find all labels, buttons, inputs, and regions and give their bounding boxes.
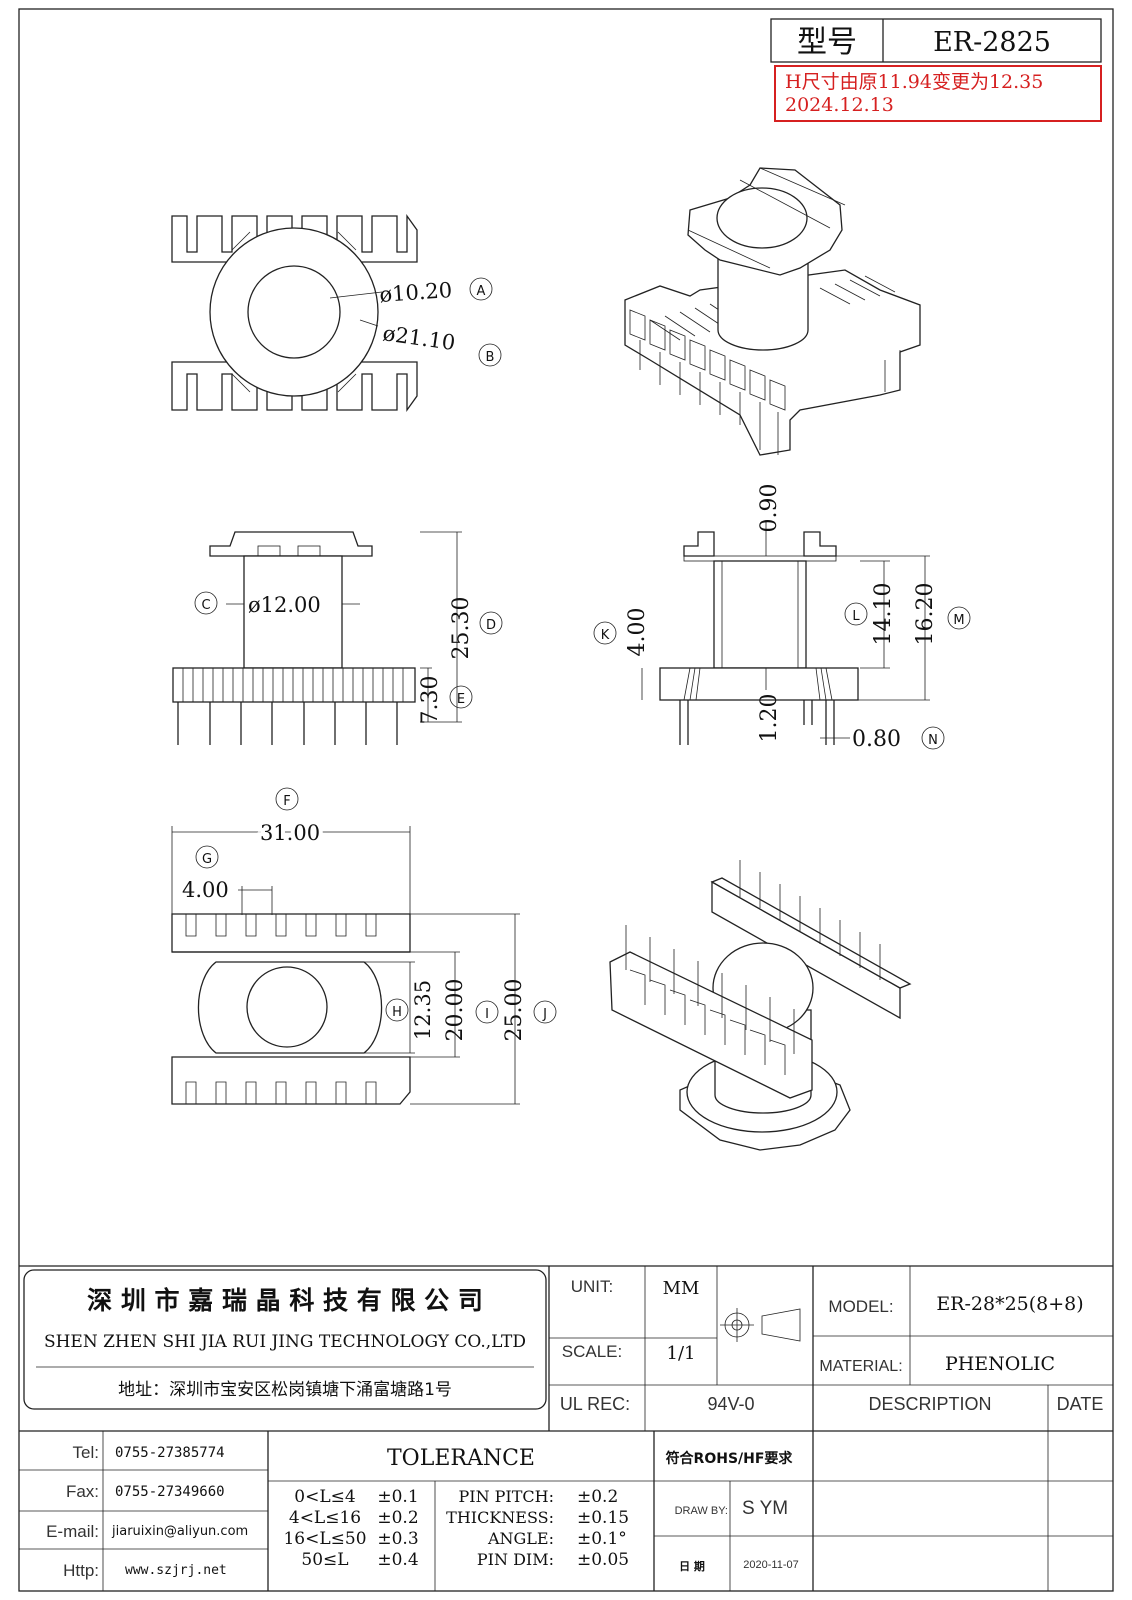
dim-core-dia: ø12.00 bbox=[248, 593, 321, 617]
model-header: 型号 ER-2825 bbox=[770, 18, 1102, 63]
spec-tol: ±0.15 bbox=[577, 1508, 629, 1528]
tag-a: A bbox=[477, 284, 486, 299]
model-value: ER-2825 bbox=[933, 27, 1051, 58]
draw-by-value: S YM bbox=[742, 1498, 788, 1519]
tag-f: F bbox=[283, 794, 290, 809]
dim-pitch: 4.00 bbox=[182, 878, 229, 902]
rohs-note: 符合ROHS/HF要求 bbox=[665, 1450, 794, 1467]
projection-symbol bbox=[720, 1308, 801, 1342]
title-block: 深 圳 市 嘉 瑞 晶 科 技 有 限 公 司 SHEN ZHEN SHI JI… bbox=[19, 1265, 1113, 1591]
dim-height: 25.30 bbox=[449, 597, 474, 660]
fax-value: 0755-27349660 bbox=[115, 1484, 225, 1500]
tolerance-title: TOLERANCE bbox=[387, 1446, 535, 1471]
tol-value: ±0.3 bbox=[377, 1529, 418, 1549]
tol-range: 4<L≤16 bbox=[289, 1508, 361, 1528]
draw-by-label: DRAW BY: bbox=[675, 1505, 728, 1517]
spec-tol: ±0.1° bbox=[577, 1529, 627, 1549]
dim-width: 31.00 bbox=[260, 821, 320, 845]
email-value: jiaruixin@aliyun.com bbox=[111, 1524, 248, 1539]
front-view: C ø12.00 25.30 D 7.30 E bbox=[172, 531, 503, 745]
top-view: ø10.20 A ø21.10 B bbox=[171, 213, 502, 413]
iso-view-bottom bbox=[609, 860, 912, 1151]
dim-top-gap: 0.90 bbox=[757, 484, 782, 533]
model-value-tb: ER-28*25(8+8) bbox=[936, 1293, 1083, 1315]
dim-base: 1.20 bbox=[757, 694, 782, 743]
unit-label: UNIT: bbox=[571, 1277, 614, 1296]
dim-base-height: 7.30 bbox=[418, 676, 443, 725]
date-value: 2020-11-07 bbox=[743, 1559, 798, 1571]
sheet-border bbox=[18, 8, 1114, 1592]
ul-label: UL REC: bbox=[560, 1394, 630, 1414]
dim-pin: 0.80 bbox=[852, 727, 901, 752]
tol-value: ±0.1 bbox=[377, 1487, 418, 1507]
description-label: DESCRIPTION bbox=[868, 1394, 991, 1414]
dim-j-value: 25.00 bbox=[502, 979, 527, 1042]
tol-range: 0<L≤4 bbox=[294, 1487, 355, 1507]
dim-outer-dia: ø21.10 bbox=[381, 321, 456, 355]
tag-k: K bbox=[601, 628, 610, 643]
tag-h: H bbox=[392, 1005, 402, 1020]
bottom-view: F 31.00 G 4.00 H 12.35 20.00 I 25.00 J bbox=[171, 787, 557, 1105]
company-cn: 深 圳 市 嘉 瑞 晶 科 技 有 限 公 司 bbox=[87, 1286, 483, 1315]
tol-range: 16<L≤50 bbox=[283, 1529, 366, 1549]
dim-m-value: 16.20 bbox=[913, 583, 938, 646]
tag-b: B bbox=[486, 350, 495, 365]
http-label: Http: bbox=[63, 1561, 99, 1580]
tag-g: G bbox=[202, 852, 212, 867]
tag-e: E bbox=[457, 692, 465, 707]
spec-tol: ±0.05 bbox=[577, 1550, 629, 1570]
email-label: E-mail: bbox=[46, 1522, 99, 1541]
scale-label: SCALE: bbox=[562, 1342, 622, 1361]
tel-value: 0755-27385774 bbox=[115, 1445, 225, 1461]
spec-name: PIN DIM: bbox=[477, 1550, 554, 1569]
tag-m: M bbox=[953, 613, 964, 628]
model-label: 型号 bbox=[797, 25, 857, 60]
http-value: www.szjrj.net bbox=[125, 1563, 227, 1578]
revision-note: H尺寸由原11.94变更为12.35 2024.12.13 bbox=[774, 65, 1102, 122]
spec-name: PIN PITCH: bbox=[458, 1487, 554, 1506]
tel-label: Tel: bbox=[73, 1443, 99, 1462]
unit-value: MM bbox=[663, 1278, 700, 1299]
tag-c: C bbox=[201, 598, 210, 613]
tol-value: ±0.4 bbox=[377, 1550, 418, 1570]
spec-name: THICKNESS: bbox=[446, 1508, 554, 1527]
ul-value: 94V-0 bbox=[707, 1394, 754, 1414]
tag-i: I bbox=[485, 1007, 489, 1022]
iso-view-top bbox=[624, 167, 921, 456]
tag-n: N bbox=[928, 733, 938, 748]
date-cn-label: 日 期 bbox=[679, 1559, 705, 1573]
fax-label: Fax: bbox=[66, 1482, 99, 1501]
model-label-tb: MODEL: bbox=[828, 1297, 893, 1316]
tol-range: 50≤L bbox=[301, 1550, 348, 1570]
spec-tol: ±0.2 bbox=[577, 1487, 618, 1507]
material-label: MATERIAL: bbox=[819, 1358, 902, 1375]
dim-h-value: 12.35 bbox=[411, 980, 435, 1040]
date-label: DATE bbox=[1057, 1394, 1104, 1414]
revision-note-line1: H尺寸由原11.94变更为12.35 bbox=[785, 71, 1043, 93]
spec-name: ANGLE: bbox=[487, 1529, 554, 1548]
tag-l: L bbox=[852, 609, 860, 624]
tag-j: J bbox=[542, 1007, 547, 1022]
side-view: 0.90 K 4.00 L 14.10 16.20 M 1.20 0.80 N bbox=[593, 484, 971, 752]
dim-inner-dia: ø10.20 bbox=[379, 278, 453, 307]
company-en: SHEN ZHEN SHI JIA RUI JING TECHNOLOGY CO… bbox=[44, 1332, 526, 1352]
dim-l-value: 14.10 bbox=[871, 583, 896, 646]
material-value: PHENOLIC bbox=[945, 1353, 1055, 1375]
tol-value: ±0.2 bbox=[377, 1508, 418, 1528]
scale-value: 1/1 bbox=[667, 1343, 696, 1364]
revision-note-line2: 2024.12.13 bbox=[785, 94, 894, 116]
dim-k-value: 4.00 bbox=[625, 608, 650, 657]
tag-d: D bbox=[486, 618, 496, 633]
dim-i-value: 20.00 bbox=[443, 979, 468, 1042]
company-address: 地址：深圳市宝安区松岗镇塘下涌富塘路1号 bbox=[118, 1380, 452, 1400]
